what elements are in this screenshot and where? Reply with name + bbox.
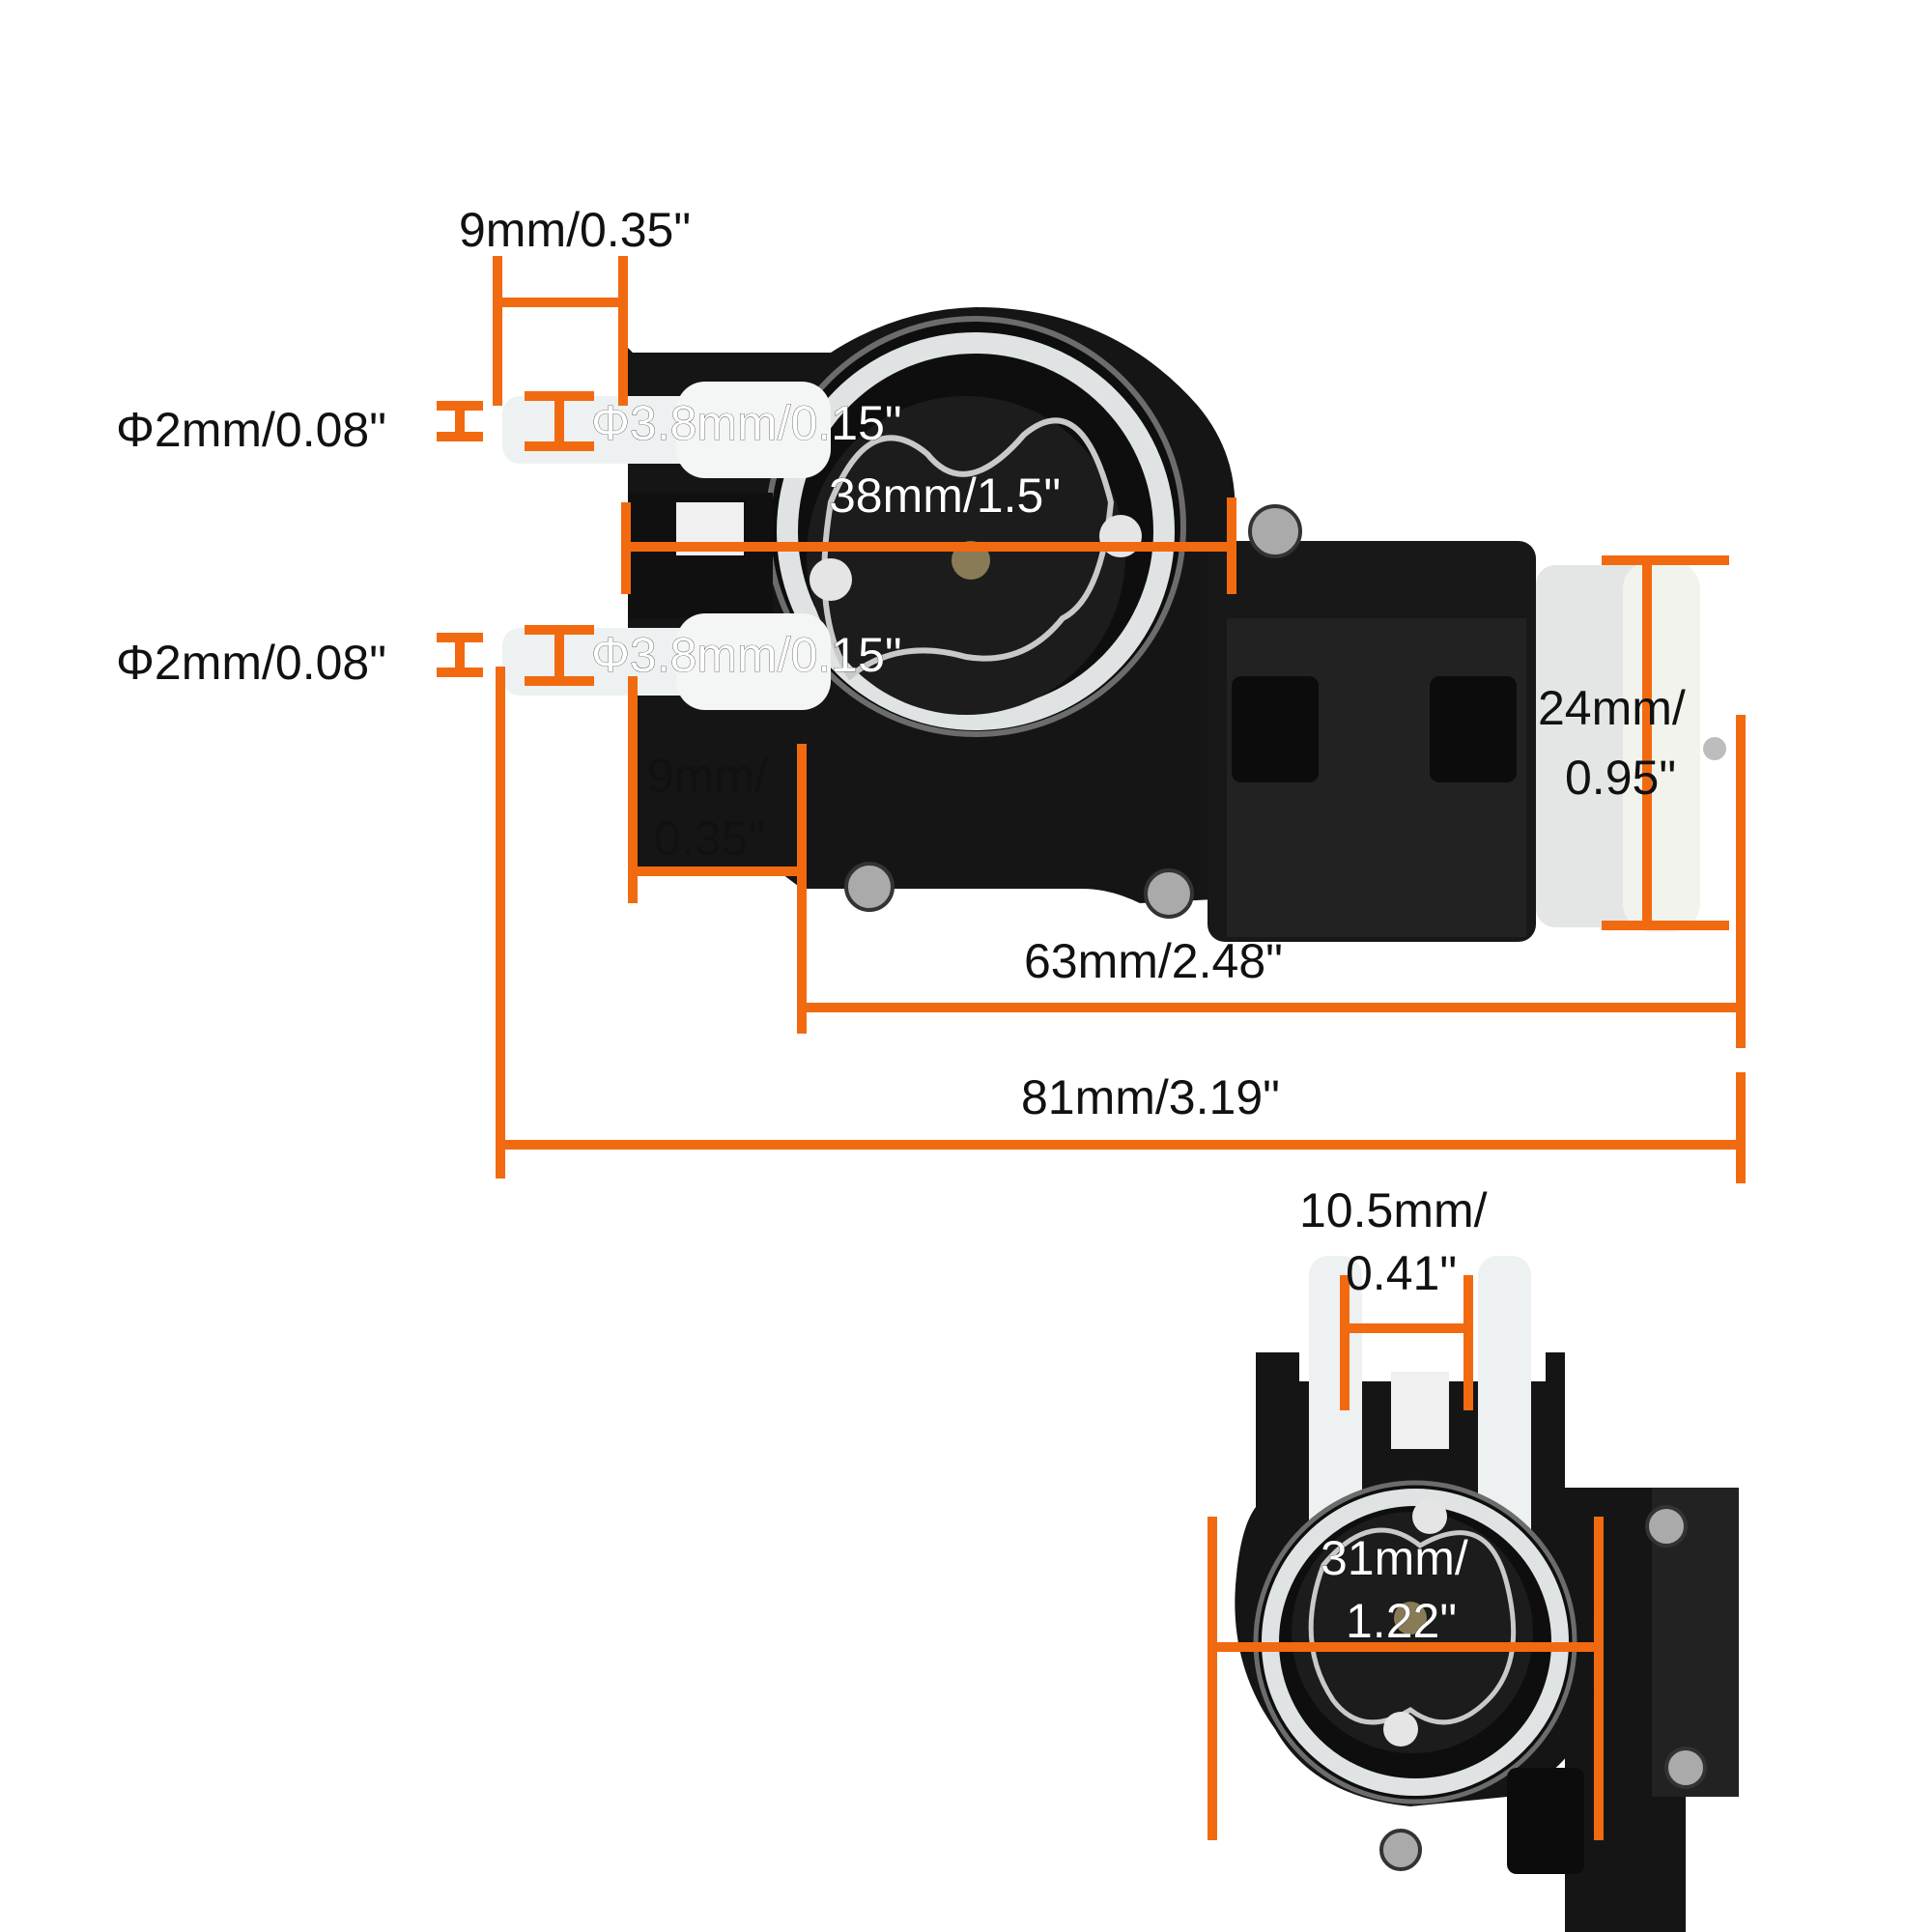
pump-front-view <box>1235 1256 1739 1932</box>
front-rotor-roller <box>1383 1712 1418 1747</box>
rotor-spring <box>821 417 1115 681</box>
front-rotor-hub <box>1394 1602 1427 1634</box>
label-motor-diameter-1: 24mm/ <box>1538 681 1686 735</box>
screw-icon <box>1248 504 1302 558</box>
label-tube-spacing-1: 10.5mm/ <box>1299 1183 1488 1237</box>
front-tube-right <box>1478 1256 1531 1555</box>
mount-lug <box>1430 676 1517 782</box>
label-inlet-diameter-top: Φ2mm/0.08" <box>116 403 386 457</box>
front-mount-lug <box>1507 1768 1584 1874</box>
front-rotor-spring <box>1308 1527 1517 1725</box>
tube-barb-bottom-fitting <box>676 613 831 710</box>
label-tube-diameter-top: Φ3.8mm/0.15" <box>591 396 902 450</box>
label-head-diameter-1: 31mm/ <box>1321 1531 1468 1585</box>
label-tube-spacing-2: 0.41" <box>1346 1246 1457 1300</box>
dimension-lines <box>437 256 1746 1840</box>
label-barb-length-1: 9mm/ <box>647 749 768 803</box>
label-head-diameter-2: 1.22" <box>1346 1594 1457 1648</box>
front-frame-window <box>1391 1372 1449 1449</box>
label-barb-spacing-top: 9mm/0.35" <box>459 203 691 257</box>
label-tube-diameter-bottom: Φ3.8mm/0.15" <box>591 628 902 682</box>
label-motor-diameter-2: 0.95" <box>1565 751 1676 805</box>
motor-can-endcap <box>1623 560 1700 932</box>
motor-shaft <box>1703 737 1726 760</box>
screw-icon <box>1379 1829 1422 1871</box>
screw-icon <box>1645 1505 1688 1548</box>
tube-barb-top-fitting <box>676 382 831 478</box>
front-rotor-roller <box>1412 1499 1447 1534</box>
screw-icon <box>1144 868 1194 919</box>
label-total-length: 81mm/3.19" <box>1021 1070 1280 1124</box>
rotor-roller <box>810 558 852 601</box>
tube-loop <box>777 332 1175 730</box>
mount-lug <box>1232 676 1319 782</box>
dimension-labels: 9mm/0.35" Φ2mm/0.08" Φ3.8mm/0.15" 38mm/1… <box>116 203 1686 1648</box>
label-barb-length-2: 0.35" <box>654 811 765 866</box>
label-inlet-diameter-bottom: Φ2mm/0.08" <box>116 636 386 690</box>
screw-icon <box>844 862 895 912</box>
label-body-length: 63mm/2.48" <box>1024 934 1283 988</box>
label-pump-head-width: 38mm/1.5" <box>829 469 1061 523</box>
screw-icon <box>1664 1747 1707 1789</box>
